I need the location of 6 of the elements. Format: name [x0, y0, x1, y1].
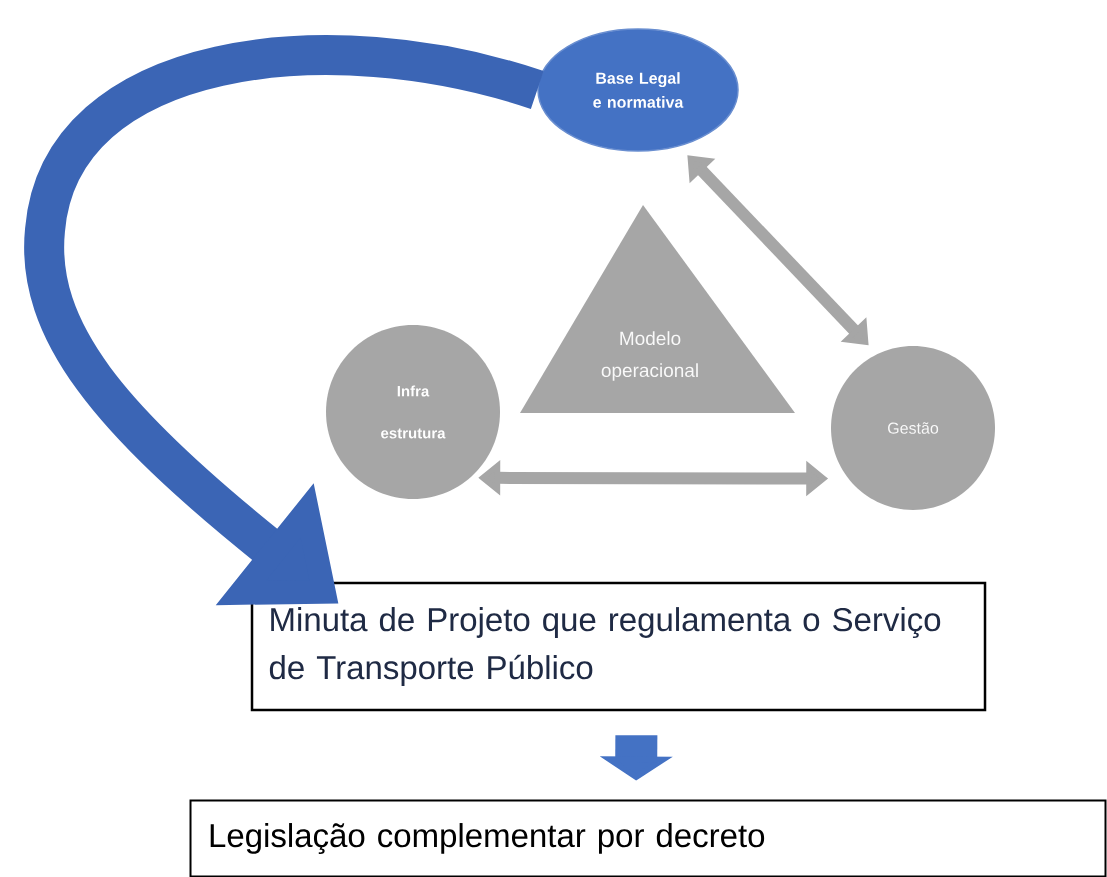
triangle-node: Modelo operacional: [520, 205, 795, 413]
circle-node: Infra estrutura: [326, 325, 500, 499]
ellipse-node: Base Legal e normativa: [537, 28, 739, 152]
circle-node: Gestão: [831, 346, 995, 510]
text-box: Minuta de Projeto que regulamenta o Serviço de Transporte Público: [250, 581, 987, 712]
text-box: Legislação complementar por decreto: [189, 799, 1107, 877]
